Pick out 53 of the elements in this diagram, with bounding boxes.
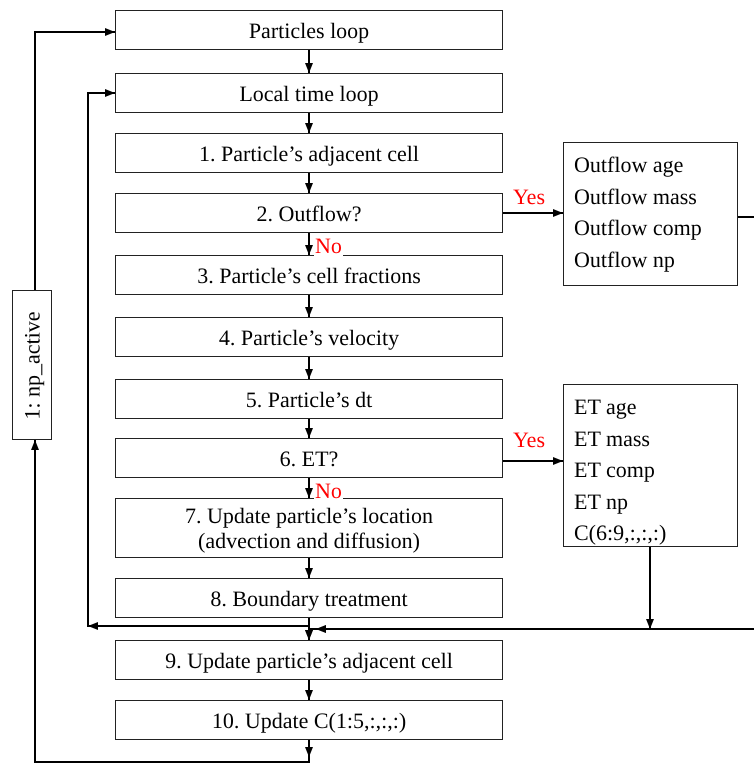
- arrow: [305, 558, 313, 578]
- list-item: ET np: [574, 488, 628, 516]
- arrow: [34, 28, 115, 290]
- box-label: 7. Update particle’s location (advection and diffusion): [184, 503, 434, 553]
- list-item: ET age: [574, 393, 637, 421]
- box-label: 6. ET?: [280, 446, 338, 470]
- box-label: 1: np_active: [20, 310, 44, 420]
- list-item: C(6:9,:,:,:): [574, 519, 666, 547]
- process-box: [115, 10, 503, 50]
- process-box: [115, 498, 503, 558]
- box-label: 2. Outflow?: [256, 200, 362, 226]
- list-item: Outflow comp: [574, 214, 702, 242]
- arrow: [503, 209, 563, 217]
- arrow: [305, 113, 313, 133]
- arrow: [305, 478, 313, 498]
- arrow: [305, 216, 754, 640]
- list-item: ET comp: [574, 456, 655, 484]
- list-item: Outflow np: [574, 246, 675, 274]
- list-item: ET mass: [574, 424, 650, 452]
- process-box: [115, 255, 503, 295]
- box-label: 3. Particle’s cell fractions: [197, 262, 421, 288]
- arrow: [305, 680, 313, 700]
- process-box: [115, 438, 503, 478]
- arrow: [305, 173, 313, 193]
- box-label: 9. Update particle’s adjacent cell: [165, 648, 453, 672]
- data-list-box: [563, 142, 738, 286]
- list-item: Outflow mass: [574, 182, 697, 210]
- list-item: Outflow age: [574, 151, 684, 179]
- arrow: [503, 457, 563, 465]
- box-label: 8. Boundary treatment: [210, 586, 408, 610]
- box-label: 1. Particle’s adjacent cell: [199, 140, 419, 166]
- box-label: 5. Particle’s dt: [246, 386, 372, 412]
- process-box: [115, 73, 503, 113]
- loop-counter-box: [12, 290, 52, 440]
- process-box: [115, 193, 503, 233]
- arrow: [305, 233, 313, 255]
- process-box: [115, 700, 503, 740]
- process-box: [115, 133, 503, 173]
- arrow: [87, 89, 310, 627]
- arrow: [31, 440, 310, 763]
- box-label: Local time loop: [239, 80, 379, 106]
- process-box: [115, 379, 503, 419]
- arrow: [305, 419, 313, 438]
- process-box: [115, 317, 503, 357]
- data-list-box: [563, 384, 738, 547]
- box-label: Particles loop: [248, 18, 370, 42]
- box-label: 10. Update C(1:5,:,:,:): [212, 708, 406, 732]
- box-label: 4. Particle’s velocity: [218, 324, 400, 350]
- arrow: [305, 295, 313, 317]
- arrow: [305, 357, 313, 379]
- arrow: [305, 50, 313, 73]
- process-box: [115, 640, 503, 680]
- process-box: [115, 578, 503, 618]
